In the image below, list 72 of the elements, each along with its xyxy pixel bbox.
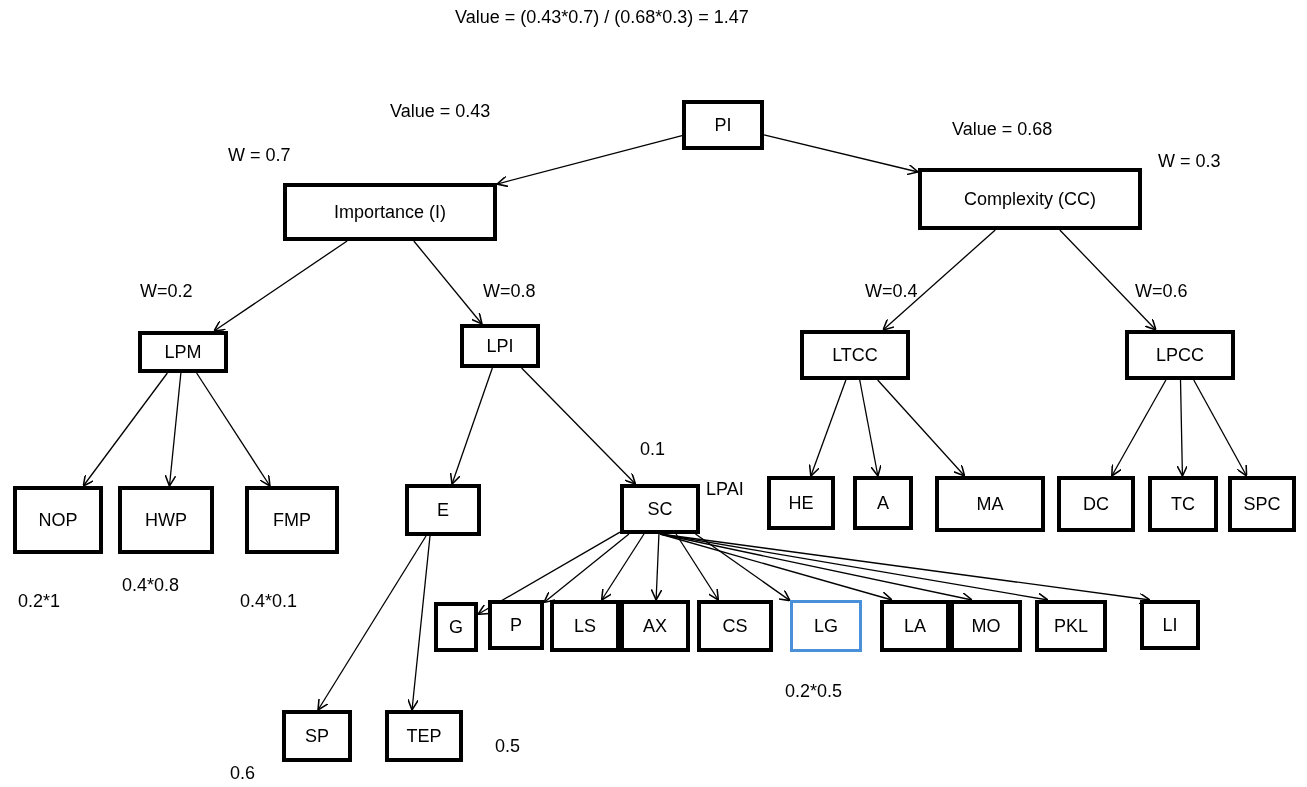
arrow <box>213 240 348 332</box>
arrow <box>477 531 621 616</box>
annotation-text: W = 0.7 <box>228 144 291 167</box>
node-box: LPI <box>460 324 540 368</box>
node-box: MA <box>935 476 1045 532</box>
node-box: DC <box>1057 476 1135 532</box>
annotation-text: Value = (0.43*0.7) / (0.68*0.3) = 1.47 <box>455 6 749 29</box>
arrow <box>496 135 683 188</box>
arrow <box>600 533 645 601</box>
arrow <box>1176 379 1189 477</box>
annotation-text: 0.1 <box>640 438 666 461</box>
node-box: HE <box>767 476 835 530</box>
node-box: PKL <box>1035 600 1107 652</box>
annotation-text: W=0.6 <box>1135 280 1188 303</box>
node-box: AX <box>620 600 690 652</box>
arrow <box>317 535 427 711</box>
annotation-text: 0.6 <box>230 762 256 785</box>
annotation-text: 0.4*0.8 <box>122 574 180 597</box>
annotation-text: LPAI <box>706 478 744 501</box>
annotation-text: 0.5 <box>495 735 521 758</box>
arrow <box>413 240 483 325</box>
arrow <box>543 533 630 604</box>
node-box: SPC <box>1228 476 1296 532</box>
node-box: SC <box>620 484 700 534</box>
arrow <box>877 379 966 477</box>
annotation-text: W=0.4 <box>865 280 918 303</box>
arrow <box>1193 379 1248 477</box>
node-box: TEP <box>385 710 463 762</box>
annotation-text: 0.2*0.5 <box>785 680 843 703</box>
node-box: LA <box>880 600 950 652</box>
node-box: LS <box>550 600 620 652</box>
annotation-text: Value = 0.43 <box>390 100 491 123</box>
arrow <box>675 533 720 601</box>
annotation-text: 0.4*0.1 <box>240 590 298 613</box>
node-box: E <box>405 484 481 536</box>
node-box: HWP <box>118 486 214 554</box>
arrow <box>1059 229 1157 331</box>
annotation-text: W = 0.3 <box>1158 150 1221 173</box>
node-box: A <box>853 476 913 530</box>
arrow <box>520 367 637 485</box>
arrow <box>763 134 919 176</box>
node-box: TC <box>1148 476 1218 532</box>
node-box: SP <box>282 710 352 762</box>
node-box: LPCC <box>1125 330 1235 380</box>
node-box: CS <box>697 600 773 652</box>
arrow <box>650 533 663 601</box>
node-box: G <box>434 602 478 652</box>
arrow <box>407 535 431 711</box>
arrow <box>164 372 182 487</box>
annotation-text: Value = 0.68 <box>952 118 1053 141</box>
annotation-text: W=0.8 <box>483 280 536 303</box>
node-box: LPM <box>138 331 228 373</box>
arrow <box>82 372 169 487</box>
node-box: Complexity (CC) <box>918 168 1142 230</box>
arrow <box>808 379 847 477</box>
arrow <box>449 367 493 485</box>
arrow <box>196 372 271 487</box>
annotation-text: W=0.2 <box>140 280 193 303</box>
arrow <box>859 379 882 477</box>
node-box: NOP <box>13 486 103 554</box>
node-box: Importance (I) <box>283 183 497 241</box>
node-box: FMP <box>245 486 339 554</box>
node-box: LI <box>1140 600 1200 650</box>
node-box: LTCC <box>800 330 910 380</box>
annotation-text: 0.2*1 <box>18 590 61 613</box>
node-box: MO <box>950 600 1022 652</box>
arrow <box>1111 379 1167 477</box>
node-box: PI <box>682 100 764 150</box>
node-box: LG <box>790 600 862 652</box>
arrow <box>694 533 791 602</box>
node-box: P <box>488 600 544 650</box>
arrow <box>882 229 996 331</box>
